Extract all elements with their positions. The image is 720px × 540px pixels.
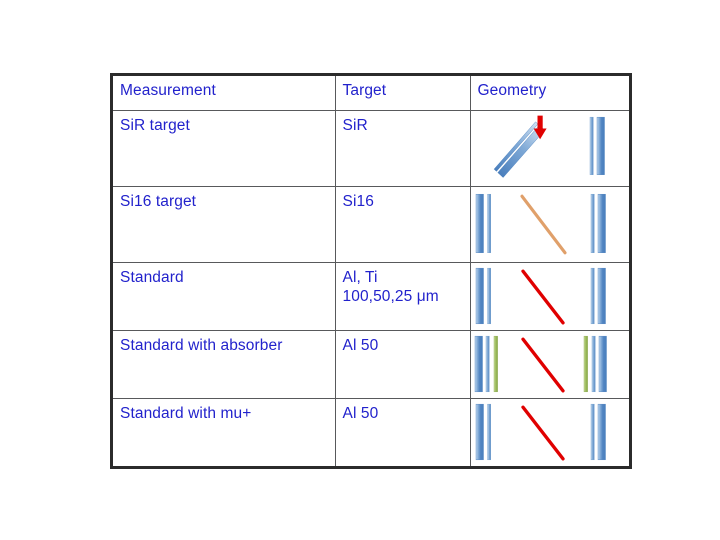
target-label: Al, Ti <box>342 269 378 286</box>
cell-measurement-si16: Si16 target <box>111 186 336 263</box>
table-row: Standard Al, Ti 100,50,25 μm <box>111 262 631 331</box>
standard-geometry <box>471 263 631 330</box>
vertical-blue-bar-thick <box>597 403 606 461</box>
cell-geometry-si16 <box>469 186 631 263</box>
vertical-blue-bar-thin <box>486 193 491 253</box>
cell-target-si16: Si16 <box>334 186 471 263</box>
measurement-geometry-table: Measurement Target Geometry SiR target S… <box>111 74 631 468</box>
header-label-measurement: Measurement <box>120 82 216 99</box>
vertical-blue-bar-thick <box>475 193 484 253</box>
table-header-row: Measurement Target Geometry <box>111 74 631 111</box>
measurement-label: Si16 target <box>120 193 197 210</box>
header-label-geometry: Geometry <box>477 82 547 99</box>
cell-measurement-sir: SiR target <box>111 110 336 187</box>
vertical-blue-bar-thick <box>474 335 483 393</box>
geometry-diagram <box>475 403 606 461</box>
measurement-label: SiR target <box>120 117 190 134</box>
geometry-diagram <box>475 193 606 255</box>
header-label-target: Target <box>342 82 387 99</box>
measurement-label: Standard with mu+ <box>120 405 252 422</box>
measurement-label: Standard <box>120 269 184 286</box>
red-diagonal-line <box>520 269 565 325</box>
vertical-blue-bar-thick <box>475 267 484 325</box>
target-label: Al 50 <box>342 405 379 422</box>
geometry-diagram <box>474 335 607 393</box>
target-label: SiR <box>342 117 368 134</box>
vertical-green-bar <box>583 335 588 393</box>
orange-diagonal-line <box>519 194 567 255</box>
red-diagonal-line <box>520 337 565 393</box>
vertical-blue-bar-thin <box>590 267 594 325</box>
table-row: Standard with mu+ Al 50 <box>111 398 631 468</box>
standard-with-mu-geometry <box>471 399 631 466</box>
vertical-blue-bar-thin <box>486 403 491 461</box>
vertical-blue-bar-thick <box>597 267 606 325</box>
cell-measurement-standard: Standard <box>111 262 336 331</box>
vertical-blue-bar-thick <box>475 403 484 461</box>
geometry-diagram <box>493 115 605 178</box>
red-down-arrow <box>533 115 547 140</box>
vertical-blue-bar-thin <box>590 193 594 253</box>
diagonal-blue-bar-pair <box>493 121 545 178</box>
vertical-blue-bar-thin <box>589 116 593 175</box>
cell-target-sir: SiR <box>334 110 471 187</box>
header-cell-measurement: Measurement <box>111 74 336 111</box>
cell-geometry-absorber <box>469 330 631 399</box>
table-row: Standard with absorber Al 50 <box>111 330 631 399</box>
header-cell-target: Target <box>334 74 471 111</box>
sir-target-geometry <box>471 111 631 186</box>
cell-target-absorber: Al 50 <box>334 330 471 399</box>
vertical-green-bar <box>493 335 498 393</box>
cell-measurement-absorber: Standard with absorber <box>111 330 336 399</box>
vertical-blue-bar-thick <box>597 193 606 253</box>
vertical-blue-bar-thin <box>486 267 491 325</box>
si16-target-geometry <box>471 187 631 262</box>
target-thickness-value: 100,50,25 μm <box>342 288 439 306</box>
table-row: SiR target SiR <box>111 110 631 187</box>
cell-target-standard: Al, Ti 100,50,25 μm <box>334 262 471 331</box>
vertical-blue-bar-thick <box>596 116 605 175</box>
vertical-blue-bar-thin <box>485 335 489 393</box>
vertical-blue-bar-thick <box>598 335 607 393</box>
cell-geometry-sir <box>469 110 631 187</box>
cell-target-mu: Al 50 <box>334 398 471 468</box>
vertical-blue-bar-thin <box>591 335 595 393</box>
header-cell-geometry: Geometry <box>469 74 631 111</box>
red-diagonal-line <box>520 405 565 461</box>
measurement-label: Standard with absorber <box>120 337 283 354</box>
table-row: Si16 target Si16 <box>111 186 631 263</box>
cell-measurement-mu: Standard with mu+ <box>111 398 336 468</box>
geometry-diagram <box>475 267 606 325</box>
cell-geometry-mu <box>469 398 631 468</box>
vertical-blue-bar-thin <box>590 403 594 461</box>
target-thickness-label: 100,50,25 μm <box>336 287 470 306</box>
target-label: Al 50 <box>342 337 379 354</box>
standard-with-absorber-geometry <box>471 331 631 398</box>
target-label: Si16 <box>342 193 374 210</box>
cell-geometry-standard <box>469 262 631 331</box>
